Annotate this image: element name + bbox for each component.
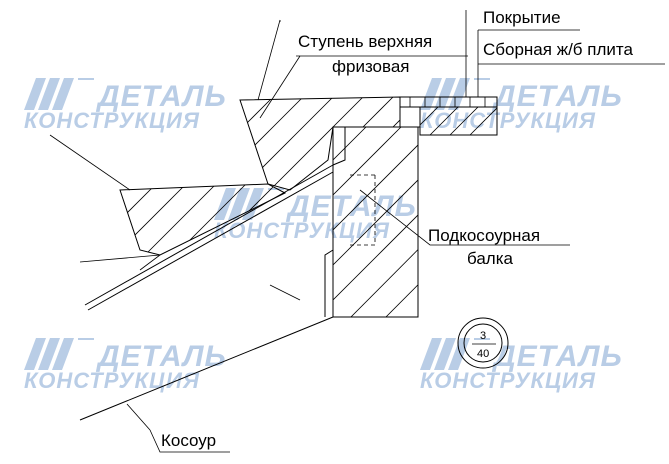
watermark-line1: ДЕТАЛЬ (95, 340, 227, 373)
watermark-line1: ДЕТАЛЬ (491, 340, 623, 373)
lower-step (119, 183, 287, 256)
label-step-line2: фризовая (332, 57, 410, 76)
watermark-top-right: ДЕТАЛЬ КОНСТРУКЦИЯ (420, 78, 623, 133)
watermark-line1: ДЕТАЛЬ (285, 190, 417, 223)
label-beam-line1: Подкосоурная (428, 226, 540, 245)
beam (324, 126, 419, 318)
label-slab: Сборная ж/б плита (483, 40, 633, 59)
label-beam-line2: балка (467, 249, 514, 268)
watermark-bottom-left: ДЕТАЛЬ КОНСТРУКЦИЯ (24, 338, 227, 393)
label-stringer: Косоур (161, 431, 216, 450)
watermark-line2: КОНСТРУКЦИЯ (420, 108, 596, 133)
section-callout: 3 40 (457, 317, 509, 369)
watermark-line2: КОНСТРУКЦИЯ (420, 368, 596, 393)
floor-slab (399, 96, 498, 136)
leader-lines (49, 10, 665, 453)
watermark-line2: КОНСТРУКЦИЯ (24, 108, 200, 133)
watermark-bottom-right: ДЕТАЛЬ КОНСТРУКЦИЯ (420, 338, 623, 393)
stringer (79, 164, 334, 431)
label-step-line1: Ступень верхняя (298, 32, 432, 51)
callout-top-number: 3 (480, 330, 486, 342)
watermark-center: ДЕТАЛЬ КОНСТРУКЦИЯ (214, 188, 417, 243)
watermark-line2: КОНСТРУКЦИЯ (24, 368, 200, 393)
label-covering: Покрытие (483, 8, 561, 27)
watermark-top-left: ДЕТАЛЬ КОНСТРУКЦИЯ (24, 78, 227, 133)
watermark-line2: КОНСТРУКЦИЯ (214, 218, 390, 243)
watermark-line1: ДЕТАЛЬ (95, 80, 227, 113)
callout-bottom-number: 40 (477, 348, 489, 360)
watermark-line1: ДЕТАЛЬ (491, 80, 623, 113)
